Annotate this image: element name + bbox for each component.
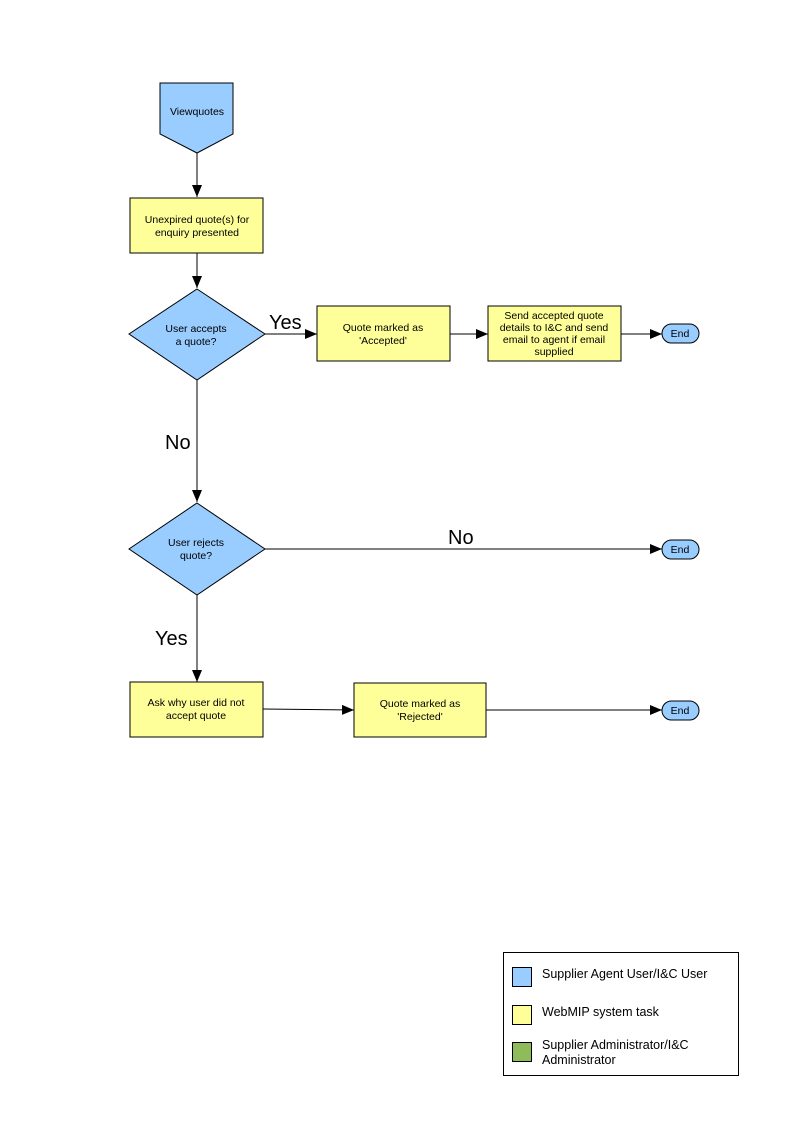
edge-label-reject-yes: Yes (155, 628, 188, 650)
legend-label-admin: Supplier Administrator/I&C Administrator (542, 1038, 689, 1067)
legend-swatch-user (512, 967, 532, 987)
edge-label-accept-yes: Yes (269, 312, 302, 334)
legend-label-user: Supplier Agent User/I&C User (542, 967, 708, 981)
rejects-label-line-2: quote? (180, 550, 212, 562)
end-1-label: End (671, 328, 690, 340)
legend: Supplier Agent User/I&C User WebMIP syst… (503, 952, 739, 1076)
marked-accepted-line-1: Quote marked as (343, 322, 424, 334)
ask-why-line-1: Ask why user did not (148, 697, 245, 709)
edge-label-accept-no: No (165, 432, 191, 454)
ask-why-line-2: accept quote (166, 710, 226, 722)
accepts-label-line-2: a quote? (176, 336, 217, 348)
legend-item-system: WebMIP system task (512, 1005, 732, 1025)
ask-why-node: Ask why user did not accept quote (129, 681, 264, 738)
end-terminator-1: End (661, 323, 700, 344)
connector-askwhy-rejected (262, 704, 355, 715)
marked-rejected-line-1: Quote marked as (380, 698, 461, 710)
accepts-label-line-1: User accepts (165, 323, 226, 335)
viewquotes-node: Viewquotes (159, 82, 234, 154)
unexpired-quotes-node: Unexpired quote(s) for enquiry presented (129, 197, 264, 254)
send-details-node: Send accepted quote details to I&C and s… (487, 305, 622, 362)
unexpired-label-line-1: Unexpired quote(s) for (145, 214, 250, 226)
legend-swatch-system (512, 1005, 532, 1025)
send-details-line-1: Send accepted quote (504, 310, 603, 322)
end-terminator-3: End (661, 700, 700, 721)
marked-rejected-node: Quote marked as 'Rejected' (353, 682, 487, 738)
unexpired-label-line-2: enquiry presented (155, 227, 239, 239)
marked-accepted-node: Quote marked as 'Accepted' (316, 305, 451, 362)
end-3-label: End (671, 705, 690, 717)
rejects-decision-node: User rejects quote? (128, 502, 266, 596)
rejects-label-line-1: User rejects (168, 537, 224, 549)
legend-label-system: WebMIP system task (542, 1005, 659, 1019)
end-terminator-2: End (661, 539, 700, 560)
send-details-line-3: email to agent if email (503, 334, 605, 346)
marked-rejected-line-2: 'Rejected' (397, 711, 442, 723)
end-2-label: End (671, 544, 690, 556)
send-details-line-2: details to I&C and send (500, 322, 609, 334)
legend-item-user: Supplier Agent User/I&C User (512, 967, 732, 987)
marked-accepted-line-2: 'Accepted' (359, 335, 407, 347)
send-details-line-4: supplied (534, 346, 573, 358)
legend-item-admin: Supplier Administrator/I&C Administrator (512, 1038, 732, 1068)
accepts-decision-node: User accepts a quote? (128, 288, 266, 381)
viewquotes-label: Viewquotes (170, 106, 224, 118)
legend-swatch-admin (512, 1042, 532, 1062)
edge-label-reject-no: No (448, 527, 474, 549)
